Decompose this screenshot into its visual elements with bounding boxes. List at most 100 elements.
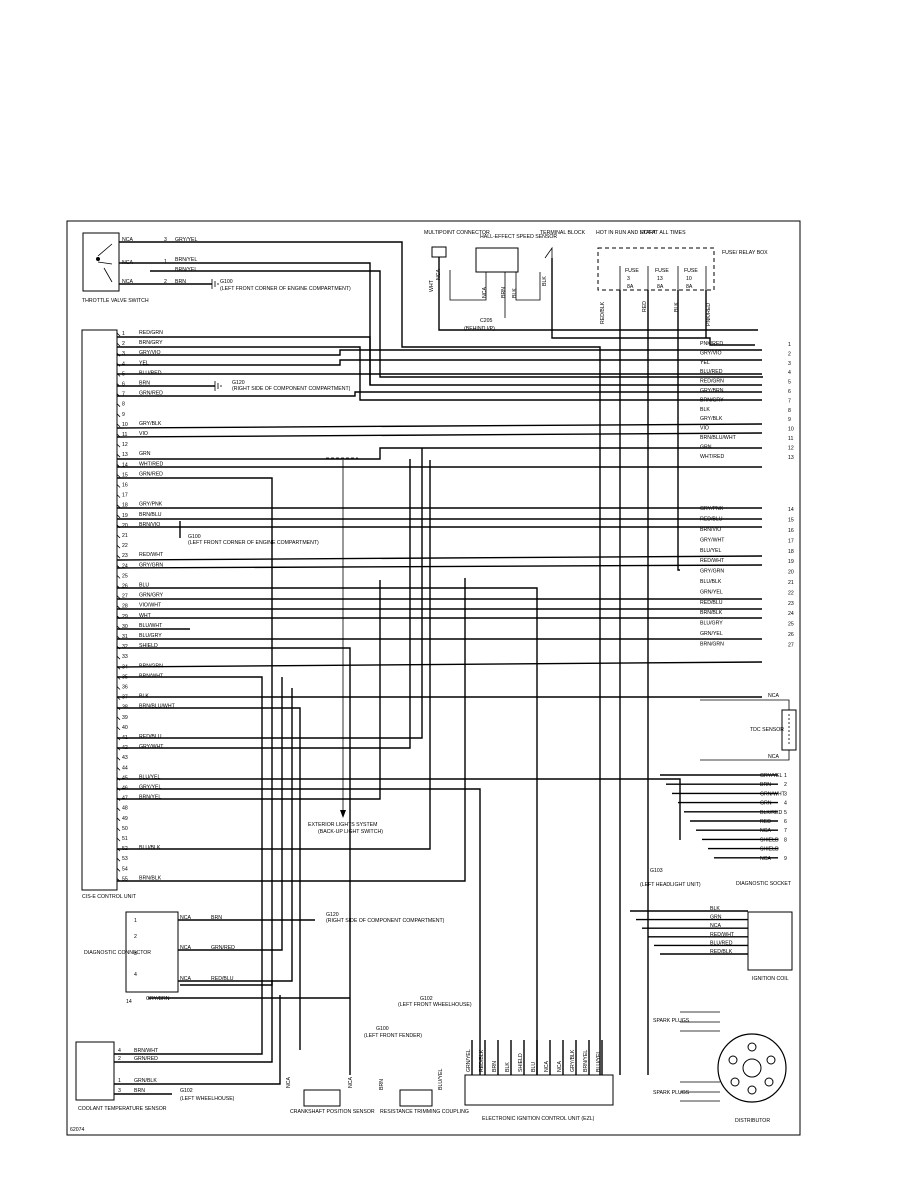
ign-coil-wire: BLU/RED bbox=[710, 940, 733, 946]
ezl-wire: BRN bbox=[492, 1061, 498, 1072]
cis-pin-number: 55 bbox=[122, 876, 128, 882]
right-block-wire: GRY/BLK bbox=[700, 416, 723, 422]
cis-pin-number: 3 bbox=[122, 351, 125, 357]
right-block-wire: BLU/BLK bbox=[700, 579, 722, 585]
ign-coil-wire: NCA bbox=[710, 923, 721, 929]
cis-pin-number: 27 bbox=[122, 594, 128, 600]
svg-text:NCA: NCA bbox=[768, 754, 779, 760]
ezl-wire: GRN/YEL bbox=[466, 1049, 472, 1072]
cis-pin-number: 20 bbox=[122, 523, 128, 529]
svg-text:2: 2 bbox=[164, 279, 167, 285]
svg-text:RED: RED bbox=[642, 301, 648, 312]
svg-text:NCA: NCA bbox=[180, 945, 191, 951]
svg-text:FUSE: FUSE bbox=[655, 268, 669, 274]
svg-text:FUSE/ RELAY BOX: FUSE/ RELAY BOX bbox=[722, 250, 768, 256]
right-block-pin: 5 bbox=[788, 380, 791, 386]
cis-pin-wire: GRY/PNK bbox=[139, 502, 163, 508]
cis-pin-wire: YEL bbox=[139, 360, 149, 366]
right-block-pin: 27 bbox=[788, 642, 794, 648]
svg-text:(LEFT FRONT CORNER OF ENGINE C: (LEFT FRONT CORNER OF ENGINE COMPARTMENT… bbox=[220, 286, 351, 292]
cis-pin-wire: GRY/YEL bbox=[139, 785, 162, 791]
cis-pin-wire: GRN/GRY bbox=[139, 593, 164, 599]
cis-pin-number: 1 bbox=[122, 331, 125, 337]
cis-pin-wire: BLU/WHT bbox=[139, 623, 163, 629]
svg-text:NCA: NCA bbox=[286, 1077, 292, 1088]
diagram-frame bbox=[66, 220, 801, 1136]
cis-pin-number: 33 bbox=[122, 654, 128, 660]
ezl-wire: BLK bbox=[505, 1062, 511, 1072]
cis-pin-number: 26 bbox=[122, 584, 128, 590]
svg-text:BRN: BRN bbox=[379, 1079, 385, 1090]
right-block-wire: GRY/GRN bbox=[700, 569, 724, 575]
svg-text:GRN/RED: GRN/RED bbox=[211, 945, 235, 951]
svg-text:GRN/RED: GRN/RED bbox=[134, 1056, 158, 1062]
cis-pin-number: 9 bbox=[122, 412, 125, 418]
svg-text:HOT IN RUN AND START: HOT IN RUN AND START bbox=[596, 230, 657, 236]
cis-pin-number: 28 bbox=[122, 604, 128, 610]
svg-text:(LEFT FRONT WHEELHOUSE): (LEFT FRONT WHEELHOUSE) bbox=[398, 1002, 472, 1008]
svg-text:FUSE: FUSE bbox=[625, 268, 639, 274]
svg-text:SPARK PLUGS: SPARK PLUGS bbox=[653, 1090, 690, 1096]
throttle-title: THROTTLE VALVE SWITCH bbox=[82, 298, 149, 304]
diag-socket-wire: BRN bbox=[760, 782, 771, 788]
svg-text:BRN: BRN bbox=[211, 915, 222, 921]
right-block-pin: 2 bbox=[788, 351, 791, 357]
svg-text:TDC SENSOR: TDC SENSOR bbox=[750, 727, 784, 733]
cis-pin-wire: BRN bbox=[139, 381, 150, 387]
svg-text:BRN: BRN bbox=[134, 1088, 145, 1094]
diag-socket-pin: 2 bbox=[784, 782, 787, 788]
cis-pin-number: 6 bbox=[122, 382, 125, 388]
cis-pin-wire: BRN/GRY bbox=[139, 340, 163, 346]
svg-text:8A: 8A bbox=[657, 284, 664, 290]
diag-socket-wire: RED bbox=[760, 819, 771, 825]
cis-pin-wire: VIO bbox=[139, 431, 148, 437]
svg-text:3: 3 bbox=[118, 1088, 121, 1094]
svg-text:8A: 8A bbox=[686, 284, 693, 290]
terminal-block: TERMINAL BLOCK BLK bbox=[540, 230, 755, 346]
svg-text:G102: G102 bbox=[420, 996, 433, 1002]
cis-pin-number: 21 bbox=[122, 533, 128, 539]
cis-pin-number: 13 bbox=[122, 452, 128, 458]
cis-pin-wire: RED/WHT bbox=[139, 552, 164, 558]
svg-text:ELECTRONIC IGNITION CONTROL UN: ELECTRONIC IGNITION CONTROL UNIT (EZL) bbox=[482, 1116, 595, 1122]
cis-pin-wire: BLU/GRY bbox=[139, 633, 162, 639]
ign-coil-wire: GRN bbox=[710, 915, 722, 921]
right-block-wire: PNK/RED bbox=[700, 341, 723, 347]
diagnostic-connector: DIAGNOSTIC CONNECTOR NCA BRN NCA GRN/RED… bbox=[84, 677, 350, 1005]
cis-pin-number: 23 bbox=[122, 553, 128, 559]
diag-socket-pin: 8 bbox=[784, 837, 787, 843]
svg-text:13: 13 bbox=[657, 276, 663, 282]
right-block-pin: 17 bbox=[788, 538, 794, 544]
svg-text:(RIGHT SIDE OF COMPONENT COMPA: (RIGHT SIDE OF COMPONENT COMPARTMENT) bbox=[326, 918, 445, 924]
ezl-wire: BRN/YEL bbox=[583, 1050, 589, 1072]
right-block-pin: 19 bbox=[788, 559, 794, 565]
svg-text:DIAGNOSTIC CONNECTOR: DIAGNOSTIC CONNECTOR bbox=[84, 950, 151, 956]
right-block-wire: GRY/PNK bbox=[700, 506, 724, 512]
throttle-wire-4: BRN bbox=[175, 279, 186, 285]
right-block-wire: GRY/WHT bbox=[700, 537, 725, 543]
right-block-wire: BRN/GRN bbox=[700, 641, 724, 647]
svg-text:3: 3 bbox=[134, 951, 137, 957]
svg-text:(LEFT WHEELHOUSE): (LEFT WHEELHOUSE) bbox=[180, 1096, 235, 1102]
svg-text:NCA: NCA bbox=[348, 1077, 354, 1088]
right-block-wire: BLU/YEL bbox=[700, 548, 721, 554]
svg-text:DIAGNOSTIC SOCKET: DIAGNOSTIC SOCKET bbox=[736, 881, 792, 887]
svg-text:IGNITION COIL: IGNITION COIL bbox=[752, 976, 789, 982]
right-block-wire: BRN/BLU/WHT bbox=[700, 435, 737, 441]
svg-text:3: 3 bbox=[627, 276, 630, 282]
ezl-wire: BLU/YEL bbox=[596, 1051, 602, 1072]
svg-text:1: 1 bbox=[118, 1078, 121, 1084]
cis-pin-wire: GRY/VIO bbox=[139, 350, 161, 356]
resistance-trimming-coupling: RESISTANCE TRIMMING COUPLING BRN BLU/YEL bbox=[379, 1069, 469, 1115]
svg-text:(RIGHT SIDE OF COMPONENT COMPA: (RIGHT SIDE OF COMPONENT COMPARTMENT) bbox=[232, 386, 351, 392]
cis-pin-wire: GRY/GRN bbox=[139, 562, 163, 568]
right-block-pin: 18 bbox=[788, 549, 794, 555]
diag-socket-wire: GRN/WHT bbox=[760, 791, 786, 797]
right-block-wire: BLK bbox=[700, 407, 710, 413]
cis-pin-number: 10 bbox=[122, 422, 128, 428]
right-block-pin: 26 bbox=[788, 632, 794, 638]
svg-text:BLU/YEL: BLU/YEL bbox=[438, 1069, 444, 1090]
